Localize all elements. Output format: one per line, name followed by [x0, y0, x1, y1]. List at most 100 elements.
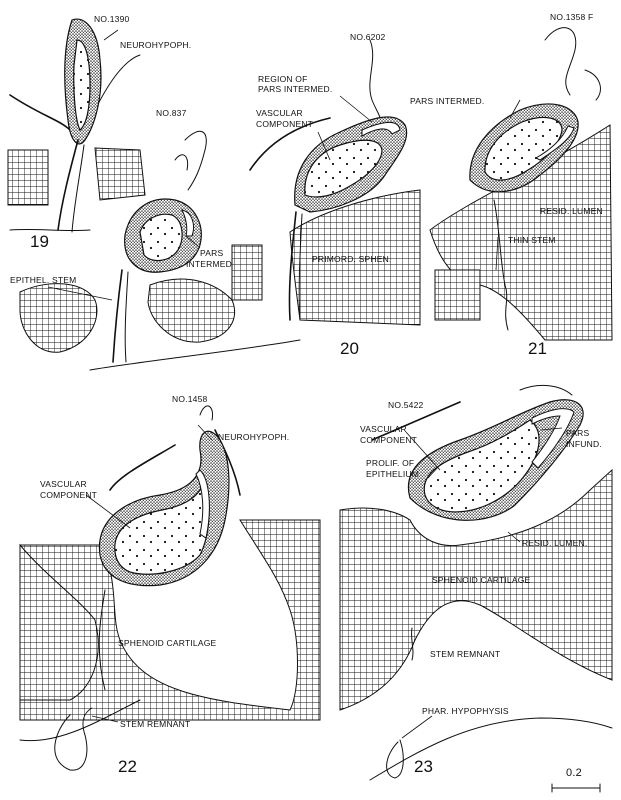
stem-line — [288, 211, 297, 321]
cartilage-block — [147, 278, 236, 343]
specimen-label-837: NO.837 — [156, 108, 187, 118]
label-prolif-of: PROLIF. OF — [366, 458, 414, 468]
label-phar-hypophysis: PHAR. HYPOPHYSIS — [422, 706, 509, 716]
figure-number-20: 20 — [340, 339, 359, 358]
pharyngeal-hypophysis — [386, 739, 404, 779]
outline-curve — [94, 54, 141, 111]
specimen-label-1458: NO.1458 — [172, 394, 207, 404]
leader-line — [495, 236, 499, 271]
residual-lumen — [181, 209, 195, 237]
label-vascular: VASCULAR — [360, 424, 407, 434]
scale-bar-label: 0.2 — [566, 767, 582, 779]
stem-line — [57, 139, 79, 231]
lumen-region — [73, 39, 91, 131]
leader-line — [197, 424, 213, 441]
label-epithelium: EPITHELIUM — [366, 469, 419, 479]
stem-remnant — [411, 627, 414, 661]
thin-stem — [493, 199, 509, 331]
leader-line — [185, 235, 201, 249]
label-vascular: VASCULAR — [40, 479, 87, 489]
panel-23: NO.5422 VASCULAR COMPONENT PROLIF. OF EP… — [339, 384, 613, 781]
label-pars-intermed: PARS — [200, 248, 223, 258]
figure-number-21: 21 — [528, 339, 547, 358]
leader-line — [339, 95, 373, 123]
label-epithel-stem: EPITHEL. STEM — [10, 275, 76, 285]
vessel-curve — [584, 69, 601, 101]
residual-lumen — [531, 408, 575, 469]
lumen-region — [304, 139, 383, 198]
label-component: COMPONENT — [40, 490, 97, 500]
label-resid-lumen: RESID. LUMEN. — [522, 538, 587, 548]
outline-curve — [9, 94, 71, 131]
cartilage-primord-sphen — [289, 189, 421, 326]
vessel-curve — [519, 384, 573, 396]
label-stem-remnant: STEM REMNANT — [430, 649, 500, 659]
label-stem-remnant: STEM REMNANT — [120, 719, 190, 729]
lumen-region — [423, 419, 540, 513]
leader-line — [91, 715, 119, 723]
stem-remnant — [54, 707, 93, 771]
specimen-label-1390: NO.1390 — [94, 14, 129, 24]
lumen-region — [484, 116, 563, 181]
outline-curve — [214, 429, 241, 496]
stem-line — [298, 213, 303, 321]
leader-line — [47, 286, 113, 301]
specimen-label-1358f: NO.1358 F — [550, 12, 593, 22]
label-pars-intermed: PARS INTERMED. — [258, 84, 332, 94]
leader-line — [507, 531, 521, 543]
base-line — [9, 228, 91, 232]
outline-curve — [109, 444, 176, 491]
sphenoid-cartilage — [19, 543, 99, 701]
specimen-label-6202: NO.6202 — [350, 32, 385, 42]
cartilage-block — [7, 149, 49, 206]
cartilage-block — [94, 147, 146, 201]
panel-22: NO.1458 NEUROHYPOPH. VASCULAR COMPONENT … — [19, 394, 321, 776]
figure-number-23: 23 — [414, 757, 433, 776]
label-pars-intermed: INTERMED. — [186, 259, 235, 269]
leader-line — [539, 427, 563, 431]
sphenoid-cartilage — [339, 468, 613, 711]
scale-bar: 0.2 — [551, 767, 601, 793]
label-vascular: VASCULAR — [256, 108, 303, 118]
label-thin-stem: THIN STEM — [508, 235, 556, 245]
figure-number-19: 19 — [30, 232, 49, 251]
label-component: COMPONENT — [360, 435, 417, 445]
leader-line — [85, 494, 131, 529]
label-neurohypoph: NEUROHYPOPH. — [218, 432, 289, 442]
base-line — [19, 699, 141, 742]
base-line — [369, 717, 613, 781]
stem-line — [112, 269, 123, 363]
label-region-of: REGION OF — [258, 74, 308, 84]
label-pars-intermed: PARS INTERMED. — [410, 96, 484, 106]
vessel-curve — [544, 27, 577, 96]
panel-19-lower: NO.837 PARS INTERMED. EPITHEL. STEM — [10, 108, 301, 371]
residual-lumen — [534, 125, 575, 161]
leader-line — [427, 464, 441, 479]
stem-line — [71, 144, 85, 233]
label-sphenoid-cartilage: SPHENOID CARTILAGE — [432, 575, 531, 585]
base-line — [89, 339, 301, 371]
stem-line — [98, 589, 106, 691]
leader-line — [509, 99, 521, 119]
vessel-curve — [199, 405, 214, 421]
stem-line — [124, 271, 129, 363]
label-resid-lumen: RESID. LUMEN — [540, 206, 603, 216]
panel-21: NO.1358 F PARS INTERMED. RESID. LUMEN TH… — [410, 12, 613, 358]
specimen-label-5422: NO.5422 — [388, 400, 423, 410]
cartilage-block — [19, 283, 98, 353]
label-primord-sphen: PRIMORD. SPHEN. — [312, 254, 392, 264]
panel-20: NO.6202 REGION OF PARS INTERMED. VASCULA… — [231, 32, 421, 358]
label-pars-infund: PARS — [566, 428, 589, 438]
cartilage-block — [231, 244, 263, 301]
panel-19: NO.1390 NEUROHYPOPH. 19 — [7, 14, 191, 251]
vessel-curve — [174, 154, 189, 171]
leader-line — [317, 131, 331, 161]
outline-curve — [371, 401, 461, 441]
residual-lumen — [195, 469, 210, 539]
leader-line — [401, 715, 433, 739]
leader-line — [103, 29, 119, 41]
label-component: COMPONENT — [256, 119, 313, 129]
sphenoid-cartilage — [19, 519, 321, 721]
